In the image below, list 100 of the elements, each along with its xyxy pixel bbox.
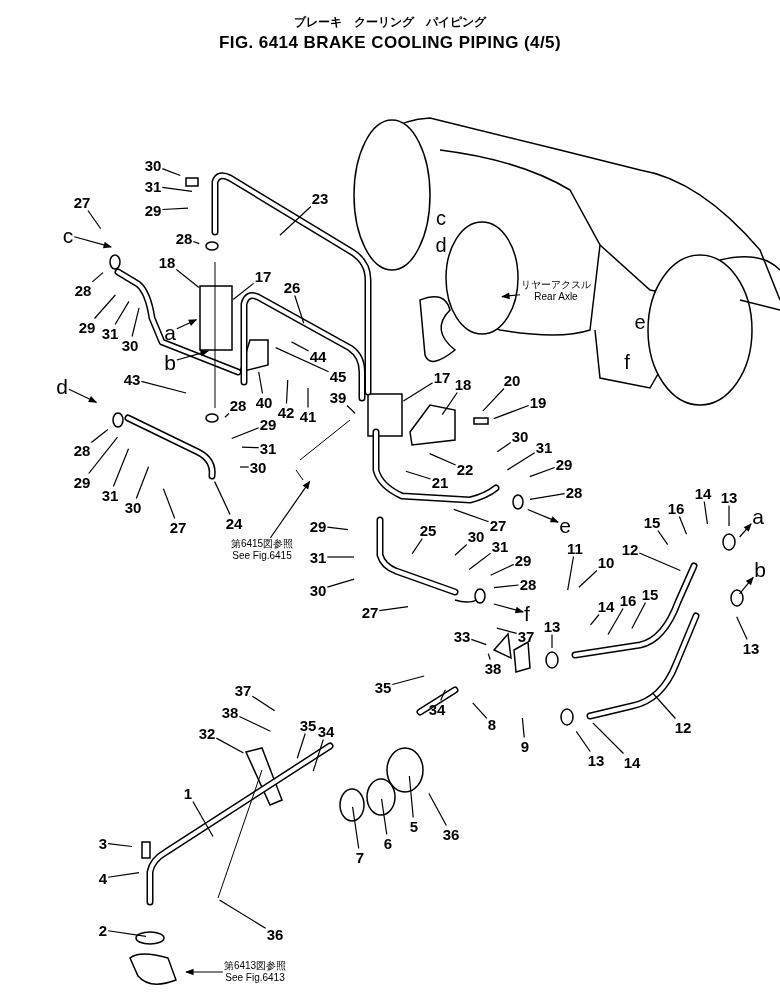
callout-number: 26 [283,279,301,295]
leader-line [728,504,730,527]
leader-line [470,638,487,646]
callout-number: 6 [383,835,393,851]
callout-number: 16 [667,500,685,516]
leader-line [251,695,276,712]
leader-line [87,209,102,230]
leader-line [175,268,200,289]
leader-line [90,428,109,444]
callout-number: 35 [299,717,317,733]
callout-number: 13 [720,489,738,505]
callout-number: 36 [442,826,460,842]
leader-line [238,715,271,732]
callout-number: 44 [309,348,327,364]
leader-line [575,730,591,753]
leader-line [161,186,193,193]
leader-line [218,899,267,929]
leader-line [114,300,130,326]
callout-number: 28 [519,576,537,592]
leader-line [326,578,355,588]
leader-line [275,347,330,373]
callout-number: 29 [144,202,162,218]
leader-arrow [176,319,198,330]
leader-line [93,294,116,320]
callout-number: 17 [433,369,451,385]
leader-line [657,529,669,546]
leader-line [346,404,356,414]
callout-number: 1 [183,785,193,801]
leader-line [428,792,447,827]
callout-number: 31 [309,549,327,565]
leader-line [192,800,214,838]
callout-number: 12 [621,541,639,557]
leader-line [652,692,676,720]
leader-line [391,675,425,686]
connection-letter: d [435,233,447,258]
leader-line [258,371,264,395]
leader-line [589,613,600,626]
callout-number: 41 [299,408,317,424]
callout-number: 15 [641,586,659,602]
callout-number: 12 [674,719,692,735]
leader-line [162,488,176,520]
callout-number: 37 [517,628,535,644]
leader-line [112,448,130,488]
callout-number: 18 [158,254,176,270]
leader-arrow [68,388,98,403]
leader-line [496,441,512,453]
leader-line [567,555,575,591]
leader-line [290,341,310,352]
leader-line [631,601,647,630]
leader-arrow [739,523,752,538]
callout-number: 10 [597,554,615,570]
callout-number: 25 [419,522,437,538]
leader-line [736,616,748,641]
callout-number: 38 [221,704,239,720]
callout-number: 11 [567,540,583,556]
callout-number: 31 [491,538,509,554]
callout-number: 29 [78,319,96,335]
leader-line [405,470,432,480]
callout-number: 22 [456,461,474,477]
leader-line [140,380,187,394]
connection-letter: b [164,351,176,373]
connection-letter: c [436,206,446,231]
callout-number: 28 [175,230,193,246]
leader-line [493,404,530,420]
leader-line [161,207,189,211]
leader-line [429,453,457,466]
callout-number: 39 [329,389,347,405]
leader-arrow [269,480,311,539]
leader-line [551,633,553,649]
callout-number: 23 [311,190,329,206]
callout-number: 29 [309,518,327,534]
leader-line [215,737,245,754]
leader-line [107,872,140,878]
callout-number: 14 [623,754,641,770]
connection-letter: a [752,505,764,527]
leader-line [326,556,355,558]
callout-number: 37 [234,682,252,698]
leader-line [592,722,625,755]
leader-line [192,240,200,245]
reference-note: 第6413図参照 [223,961,287,971]
connection-letter: f [624,350,630,375]
callout-number: 30 [121,337,139,353]
leader-line [482,387,505,412]
callout-number: 8 [487,716,497,732]
connection-letter: b [754,558,766,580]
callout-number: 43 [123,371,141,387]
leader-line [678,515,688,535]
reference-note: See Fig.6413 [225,973,285,983]
callout-number: 36 [266,926,284,942]
leader-line [107,843,133,848]
callout-number: 13 [742,640,760,656]
leader-line [521,717,525,739]
callout-number: 27 [361,604,379,620]
leader-line [239,466,250,468]
callout-number: 31 [259,440,277,456]
leader-line [487,653,491,661]
callout-number: 7 [355,849,365,865]
leader-line [490,563,515,576]
leader-line [352,806,360,850]
callout-number: 21 [431,474,449,490]
